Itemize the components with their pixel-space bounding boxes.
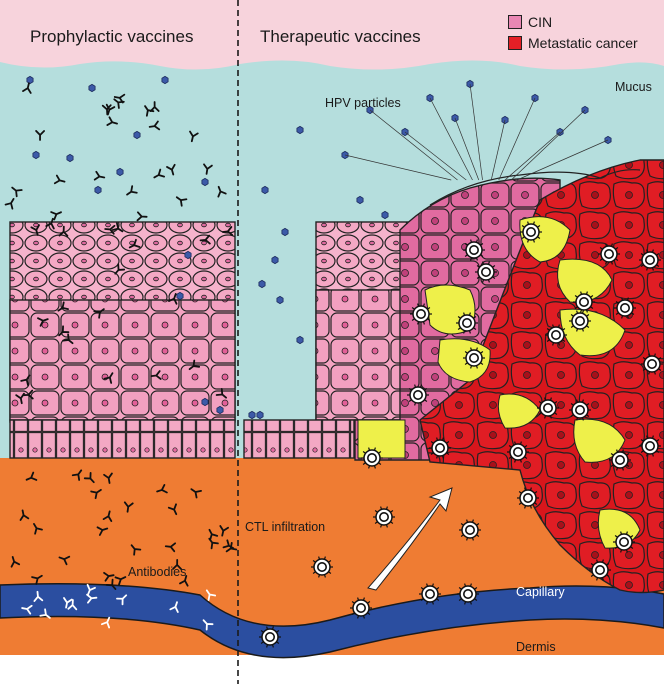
title-therapeutic: Therapeutic vaccines (260, 27, 421, 47)
label-capillary: Capillary (516, 585, 565, 599)
legend-cin-label: CIN (528, 14, 552, 30)
legend-cancer-label: Metastatic cancer (528, 35, 638, 51)
legend-cancer: Metastatic cancer (508, 35, 638, 51)
label-antibodies: Antibodies (128, 565, 186, 579)
legend-cin: CIN (508, 14, 552, 30)
label-ctl-infiltration: CTL infiltration (245, 520, 325, 534)
label-dermis: Dermis (516, 640, 556, 654)
legend-cancer-swatch (508, 36, 522, 50)
legend-cin-swatch (508, 15, 522, 29)
label-mucus: Mucus (615, 80, 652, 94)
label-hpv-particles: HPV particles (325, 96, 401, 110)
title-prophylactic: Prophylactic vaccines (30, 27, 193, 47)
